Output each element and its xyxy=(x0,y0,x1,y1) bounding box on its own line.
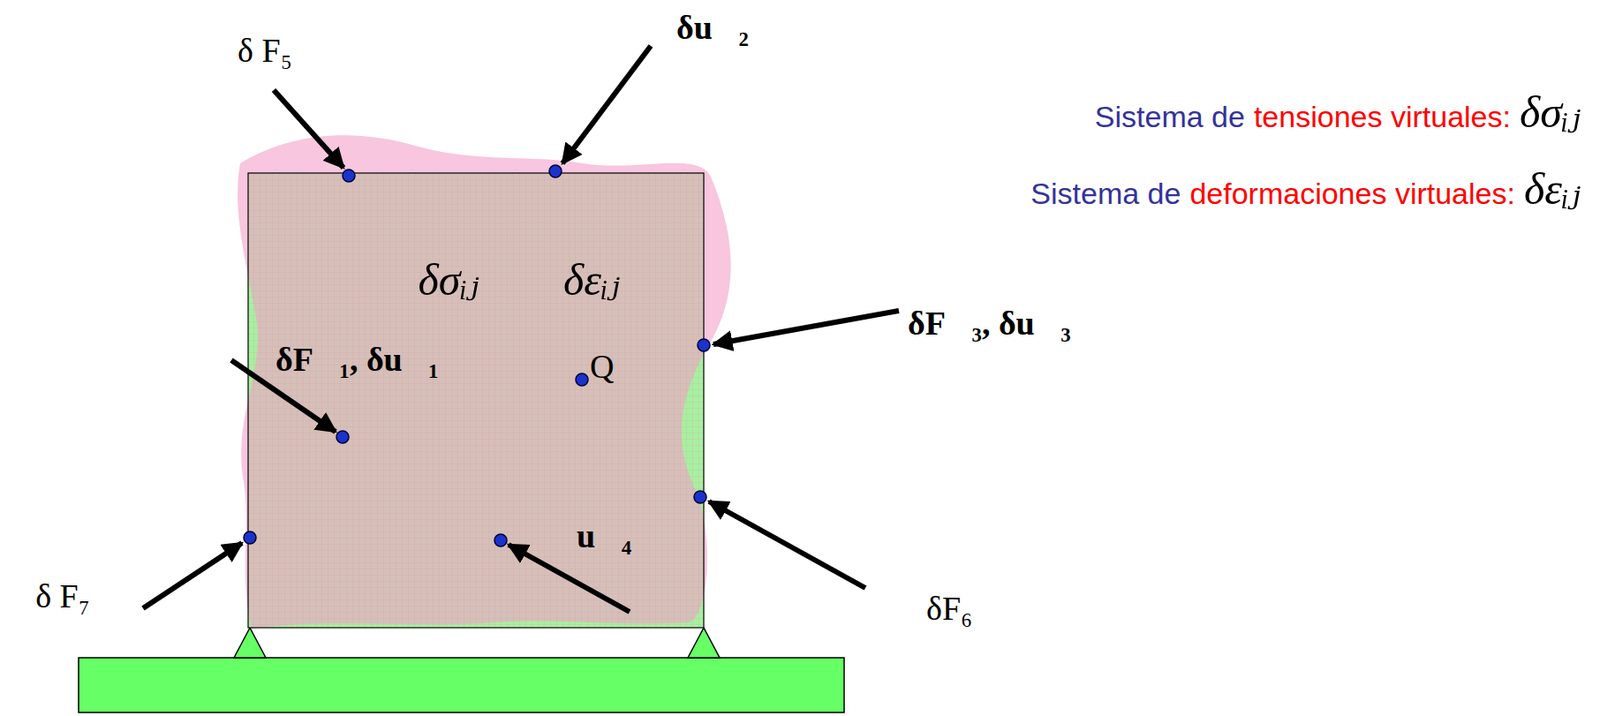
legend-symbol: δεᵢⱼ xyxy=(1524,163,1581,215)
point-label: Q xyxy=(589,347,614,387)
legend-symbol: δσᵢⱼ xyxy=(1519,86,1581,138)
arrow-u2 xyxy=(562,45,651,164)
point-dot xyxy=(697,339,710,352)
displacement-label: u⃗₄ xyxy=(576,517,632,557)
strain-symbol: δεᵢⱼ xyxy=(563,255,620,307)
load-points xyxy=(243,165,710,547)
legend-text: tensiones virtuales: xyxy=(1253,99,1511,135)
force-displacement-label: δF⃗₁, δu⃗₁ xyxy=(275,340,439,380)
stress-symbol: δσᵢⱼ xyxy=(417,255,479,307)
undeformed-body xyxy=(248,173,704,628)
legend-text: deformaciones virtuales: xyxy=(1189,176,1516,212)
displacement-label: δu⃗₂ xyxy=(676,8,749,48)
arrow-f7 xyxy=(143,543,242,609)
force-label: δ F₅ xyxy=(237,31,293,71)
arrow-u4 xyxy=(508,544,630,612)
body-outline xyxy=(248,173,704,628)
force-label: δF₆ xyxy=(926,589,973,629)
force-label: δ F₇ xyxy=(35,577,91,617)
support-right xyxy=(687,627,720,658)
arrow-f3 xyxy=(713,310,899,345)
arrow-f5 xyxy=(273,90,344,168)
ground-bar xyxy=(78,657,845,713)
support-left xyxy=(233,627,266,658)
point-dot xyxy=(494,534,507,547)
load-arrows xyxy=(143,45,899,612)
point-dot xyxy=(243,531,257,544)
legend-text: Sistema de xyxy=(1094,99,1246,135)
point-dot xyxy=(575,373,589,386)
legend-line: Sistema dedeformaciones virtuales:δεᵢⱼ xyxy=(1030,163,1581,215)
deformed-body xyxy=(237,135,732,629)
arrow-f6 xyxy=(709,501,866,589)
legend-line: Sistema detensiones virtuales:δσᵢⱼ xyxy=(1094,86,1581,138)
point-dot xyxy=(694,490,707,504)
point-dot xyxy=(549,165,562,178)
force-displacement-label: δF⃗₃, δu⃗₃ xyxy=(907,304,1072,344)
point-dot xyxy=(336,430,349,444)
point-dot xyxy=(342,169,355,182)
legend-text: Sistema de xyxy=(1030,176,1181,212)
